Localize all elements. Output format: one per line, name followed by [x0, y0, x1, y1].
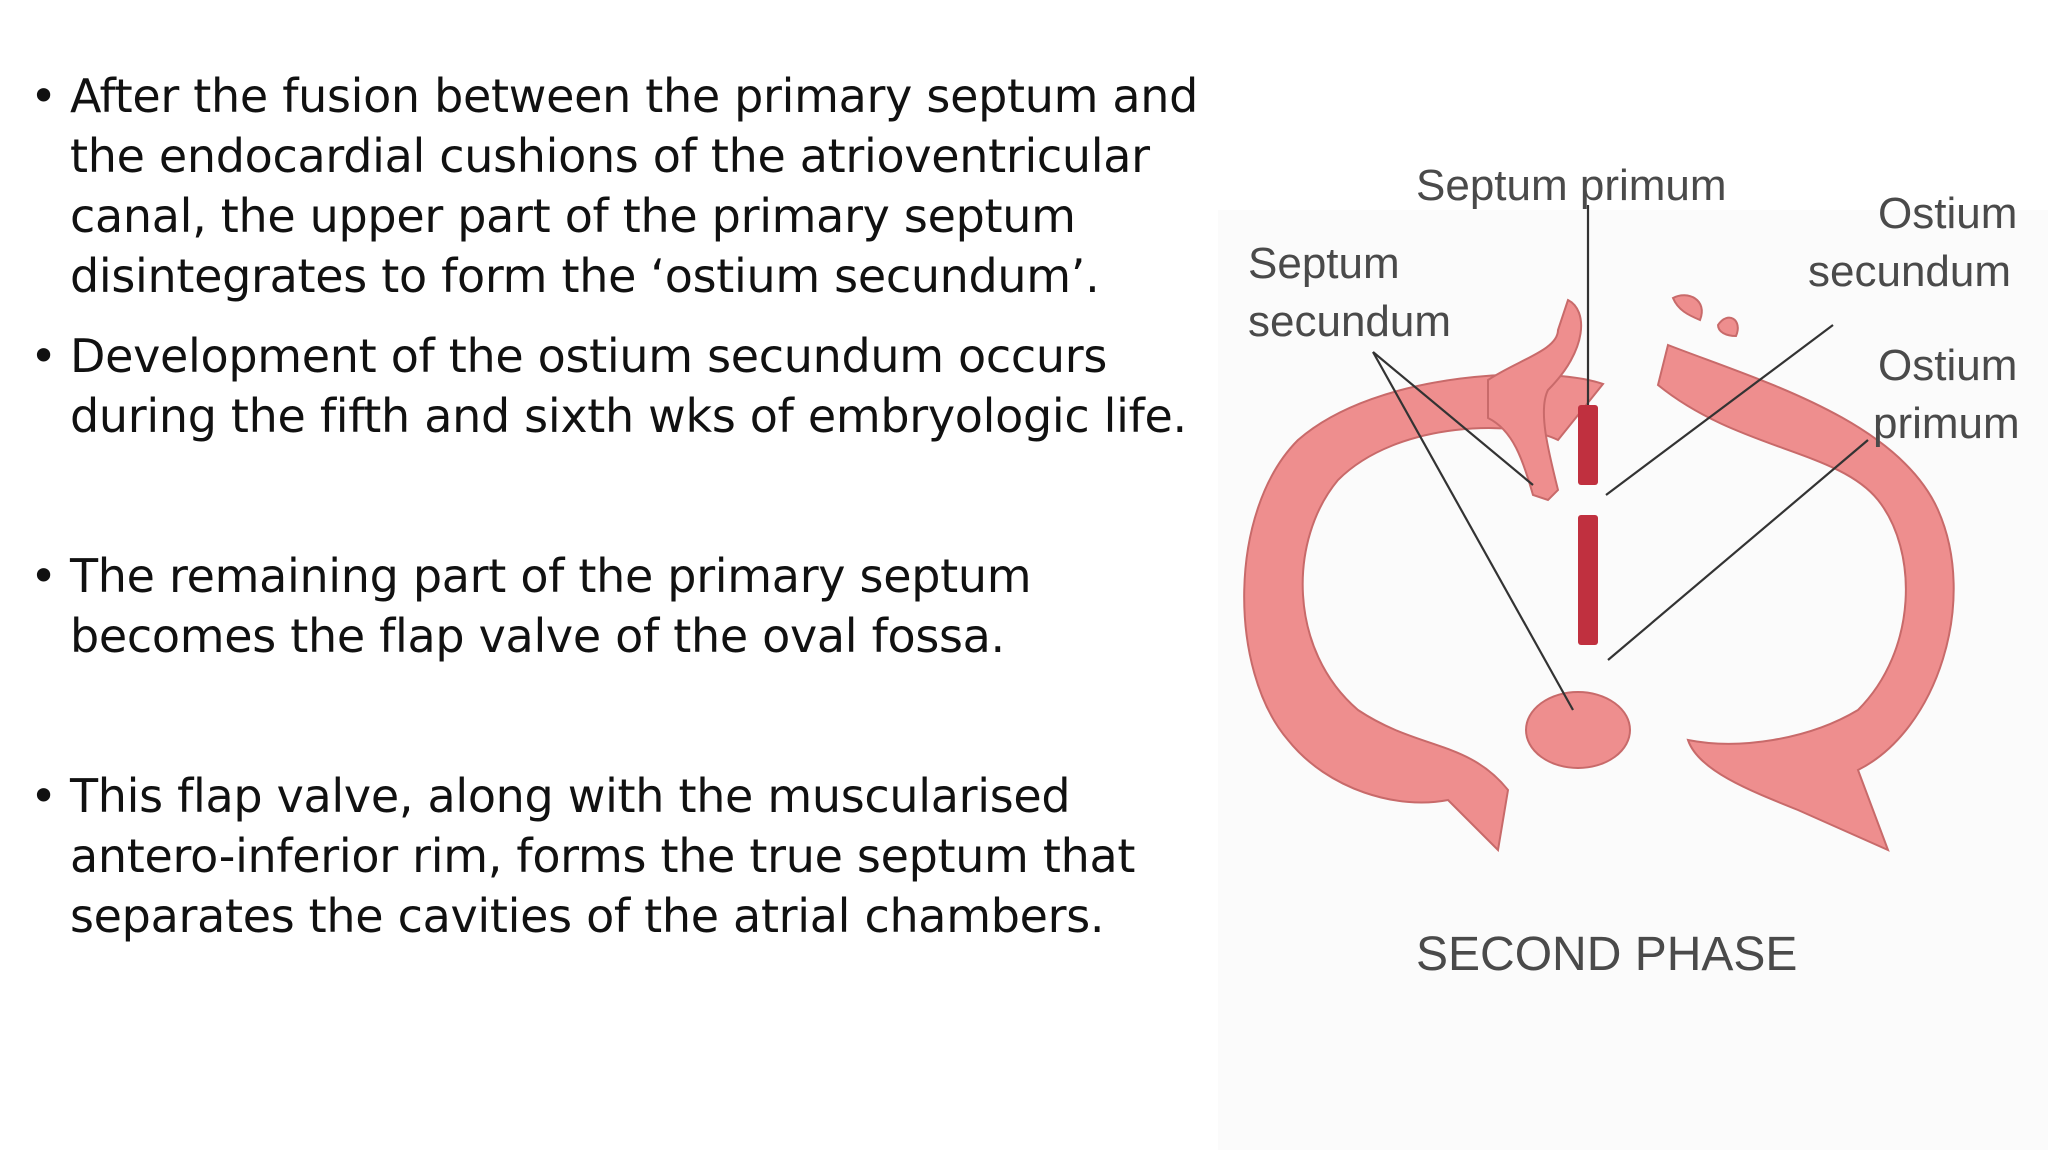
endocardial-cushion: [1525, 691, 1631, 769]
bullet-marker: •: [30, 69, 57, 123]
bullet-list: • After the fusion between the primary s…: [30, 66, 1210, 946]
label-ostium-secundum-line1: Ostium: [1878, 189, 2017, 238]
left-atrial-wall: [1243, 373, 1605, 853]
bullet-text: Development of the ostium secundum occur…: [70, 329, 1187, 443]
bullet-text: The remaining part of the primary septum…: [70, 549, 1032, 663]
label-septum-secundum-line2: secundum: [1248, 297, 1451, 346]
heart-septum-diagram: Septum primum Septum secundum Ostium sec…: [1218, 150, 2048, 1150]
leader-line: [1372, 351, 1574, 711]
bullet-marker: •: [30, 549, 57, 603]
right-atrial-wall: [1656, 343, 1955, 852]
label-ostium-primum-line1: Ostium: [1878, 341, 2017, 390]
bullet-marker: •: [30, 769, 57, 823]
bullet-marker: •: [30, 329, 57, 383]
leader-line: [1372, 351, 1534, 486]
septum-primum-upper-bar: [1578, 405, 1598, 485]
septum-primum-top: [1671, 294, 1703, 322]
label-septum-secundum-line1: Septum: [1248, 239, 1400, 288]
bullet-item: • This flap valve, along with the muscul…: [30, 766, 1210, 946]
label-ostium-primum-line2: primum: [1873, 399, 2020, 448]
leader-lines: [1372, 205, 1869, 711]
label-ostium-secundum-line2: secundum: [1808, 247, 2011, 296]
ostium-secundum-knob: [1716, 316, 1739, 338]
bullet-text: This flap valve, along with the muscular…: [70, 769, 1136, 943]
septum-primum-lower-bar: [1578, 515, 1598, 645]
leader-line: [1607, 439, 1869, 661]
label-second-phase: SECOND PHASE: [1416, 928, 1797, 981]
bullet-item: • The remaining part of the primary sept…: [30, 546, 1210, 666]
bullet-item: • Development of the ostium secundum occ…: [30, 326, 1210, 446]
bullet-item: • After the fusion between the primary s…: [30, 66, 1210, 306]
label-septum-primum: Septum primum: [1416, 161, 1727, 210]
leader-line: [1605, 324, 1834, 496]
septum-secundum-shape: [1487, 298, 1582, 502]
bullet-text: After the fusion between the primary sep…: [70, 69, 1199, 303]
